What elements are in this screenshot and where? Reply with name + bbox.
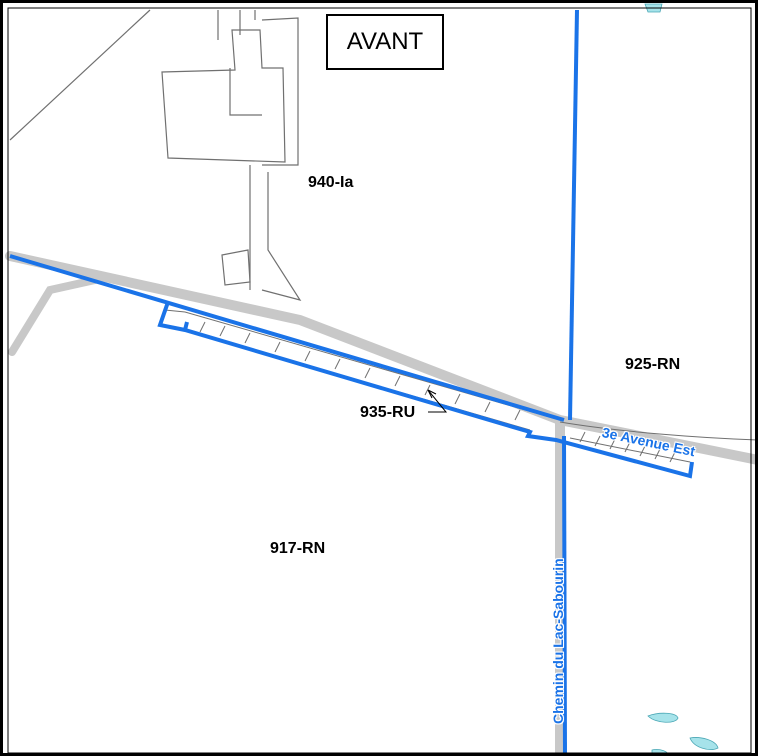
rezoned-strip-ticks xyxy=(199,321,676,463)
label-leader xyxy=(427,389,448,413)
parcel-lines xyxy=(9,9,302,301)
driveway xyxy=(249,165,302,301)
boundary-vertical-north xyxy=(568,9,579,421)
top-lines xyxy=(217,10,256,40)
shed xyxy=(221,249,251,286)
road-branch-west xyxy=(8,276,99,356)
building-outline-main xyxy=(161,29,286,163)
parcel-diagonal xyxy=(9,9,151,141)
zone-label-935: 935-RU xyxy=(360,404,416,421)
boundary-north xyxy=(9,254,565,422)
zone-label-925: 925-RN xyxy=(625,356,681,373)
water xyxy=(644,3,719,756)
roads xyxy=(5,251,758,756)
map-title: AVANT xyxy=(326,14,444,70)
pond-2 xyxy=(689,737,719,750)
zone-label-917: 917-RN xyxy=(270,540,326,557)
zone-label-940: 940-Ia xyxy=(308,174,354,191)
boundary-strip-west-end xyxy=(183,321,189,331)
building-outline-inner xyxy=(229,68,262,116)
street-label-chemin: Chemin du Lac-Sabourin xyxy=(550,558,566,724)
boundary-strip xyxy=(157,301,694,479)
zone-boundaries xyxy=(9,9,694,756)
boundary-vertical-south xyxy=(562,435,567,756)
pond-1 xyxy=(647,712,679,723)
building-right xyxy=(261,17,299,166)
